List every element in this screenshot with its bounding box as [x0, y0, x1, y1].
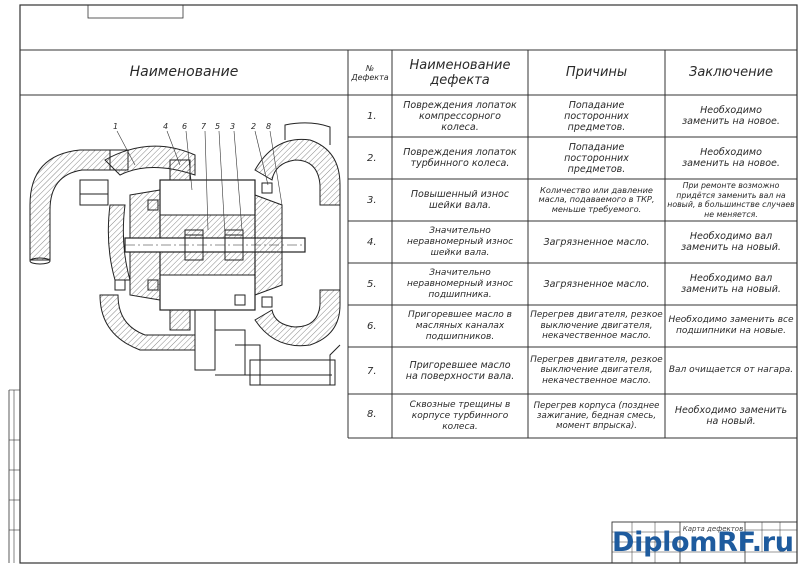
- callout-6: 6: [182, 122, 188, 131]
- callout-7: 7: [201, 122, 207, 131]
- row-3-conclusion: При ремонте возможно придётся заменить в…: [667, 181, 795, 219]
- row-4-cause: Загрязненное масло.: [543, 236, 650, 248]
- header-defect-number: № Дефекта: [351, 63, 389, 82]
- header-conclusion: Заключение: [688, 65, 774, 80]
- row-4-defect: Значительно неравномерный износ шейки ва…: [406, 225, 514, 258]
- row-6-cause: Перегрев двигателя, резкое выключение дв…: [530, 310, 663, 342]
- row-8-number: 8.: [367, 409, 377, 420]
- row-7-conclusion: Вал очищается от нагара.: [668, 365, 794, 375]
- row-8-cause: Перегрев корпуса (позднее зажигание, бед…: [533, 401, 660, 431]
- header-name: Наименование: [129, 64, 239, 80]
- row-5-number: 5.: [367, 279, 377, 290]
- row-6-defect: Пригоревшее масло в масляных каналах под…: [408, 309, 512, 342]
- callout-1: 1: [113, 122, 119, 131]
- row-5-defect: Значительно неравномерный износ подшипни…: [406, 267, 514, 300]
- row-3-defect: Повышенный износ шейки вала.: [410, 189, 510, 211]
- row-5-conclusion: Необходимо вал заменить на новый.: [681, 273, 781, 295]
- row-2-conclusion: Необходимо заменить на новое.: [682, 147, 780, 169]
- row-4-number: 4.: [367, 237, 377, 248]
- turbocharger-section-drawing: [29, 122, 341, 386]
- header-causes: Причины: [565, 65, 628, 80]
- watermark-brand: DiplomRF.ru: [612, 527, 794, 558]
- row-5-cause: Загрязненное масло.: [543, 278, 650, 290]
- row-7-defect: Пригоревшее масло на поверхности вала.: [405, 359, 515, 382]
- row-1-number: 1.: [367, 111, 377, 122]
- row-3-cause: Количество или давление масла, подаваемо…: [538, 184, 655, 214]
- row-6-number: 6.: [367, 321, 377, 332]
- row-2-cause: Попадание посторонних предметов.: [564, 141, 629, 175]
- callout-8: 8: [266, 122, 272, 131]
- row-4-conclusion: Необходимо вал заменить на новый.: [681, 231, 781, 253]
- row-8-conclusion: Необходимо заменить на новый.: [674, 405, 788, 427]
- row-1-defect: Повреждения лопаток компрессорного колес…: [403, 99, 517, 133]
- row-2-number: 2.: [367, 153, 377, 164]
- row-1-cause: Попадание посторонних предметов.: [564, 99, 629, 133]
- row-6-conclusion: Необходимо заменить все подшипники на но…: [668, 315, 794, 336]
- row-7-number: 7.: [367, 366, 377, 377]
- row-1-conclusion: Необходимо заменить на новое.: [682, 105, 780, 127]
- callout-5: 5: [215, 122, 221, 131]
- row-8-defect: Сквозные трещины в корпусе турбинного ко…: [409, 399, 511, 432]
- row-3-number: 3.: [367, 195, 377, 206]
- row-7-cause: Перегрев двигателя, резкое выключение дв…: [530, 354, 663, 386]
- title-block-title: Карта дефектов: [682, 525, 744, 533]
- header-defect-name: Наименование дефекта: [409, 57, 511, 88]
- callout-3: 3: [230, 122, 236, 131]
- callout-4: 4: [163, 122, 169, 131]
- row-2-defect: Повреждения лопаток турбинного колеса.: [403, 147, 517, 169]
- callout-2: 2: [251, 122, 257, 131]
